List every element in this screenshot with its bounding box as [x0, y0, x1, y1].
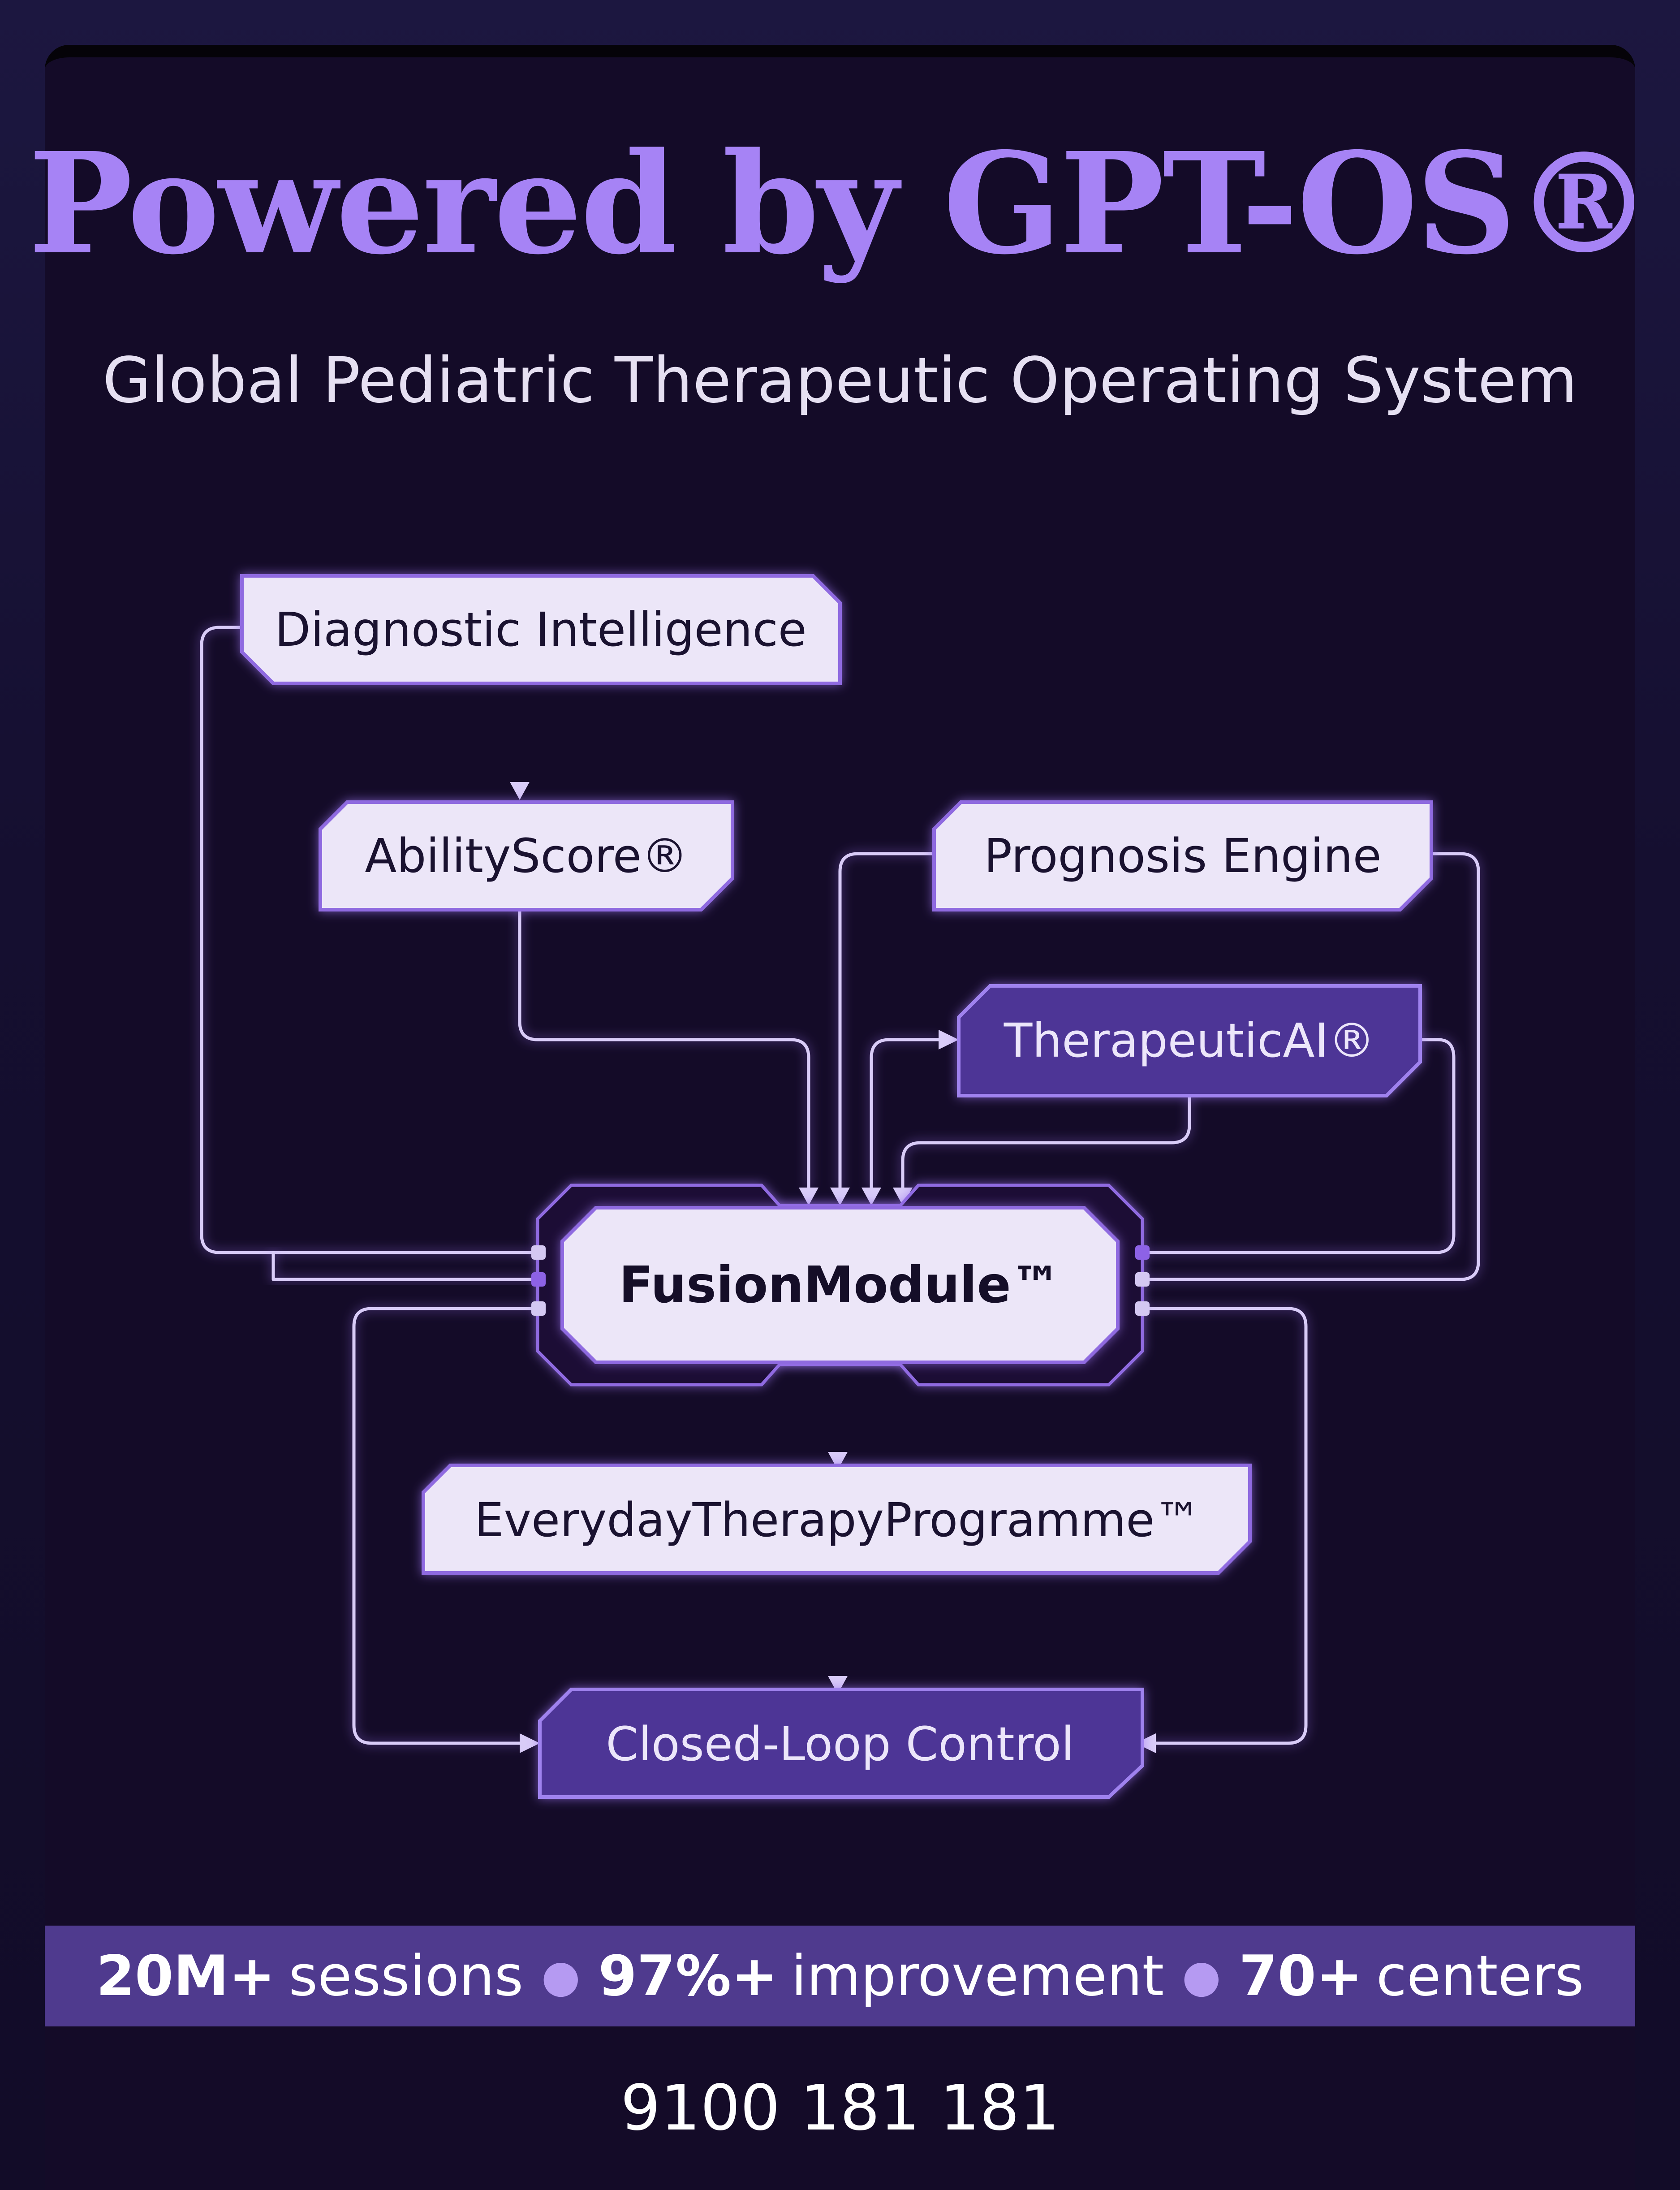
node-abilityscore: AbilityScore® — [319, 800, 734, 911]
connector-prognosis-to-fusion — [838, 852, 936, 1189]
stat-label: sessions — [289, 1944, 524, 2009]
arrowhead — [939, 1030, 959, 1050]
connector-therapeutic-to-fusion — [901, 1094, 1191, 1189]
node-label: Closed-Loop Control — [606, 1717, 1074, 1771]
port-dot — [1135, 1272, 1150, 1287]
node-label: Prognosis Engine — [984, 829, 1381, 883]
node-label: AbilityScore® — [365, 829, 688, 883]
port-dot — [531, 1272, 546, 1287]
arrowheads — [510, 782, 1156, 1753]
stat-value: 20M+ — [96, 1944, 276, 2009]
connector-diagnostic-loop — [200, 626, 539, 1254]
bullet-separator: ● — [1182, 1950, 1221, 2002]
port-dot — [531, 1301, 546, 1316]
phone-number: 9100 181 181 — [620, 2072, 1060, 2145]
arrowhead — [828, 1676, 848, 1694]
stat-label: improvement — [791, 1944, 1164, 2009]
connector-fusion-right-to-closedloop — [1141, 1307, 1308, 1745]
stat-value: 97%+ — [598, 1944, 778, 2009]
node-therapeuticai: TherapeuticAI® — [957, 984, 1422, 1097]
page-title: Powered by GPT-OS® — [28, 122, 1653, 285]
stat-item: 97%+improvement — [598, 1944, 1164, 2009]
connector-prognosis-loop — [1141, 852, 1480, 1281]
arrowhead — [520, 1733, 540, 1753]
stat-value: 70+ — [1239, 1944, 1363, 2009]
node-everydaytherapyprogramme: EverydayTherapyProgramme™ — [422, 1464, 1252, 1575]
stat-item: 20M+sessions — [96, 1944, 523, 2009]
node-label: FusionModule™ — [619, 1256, 1061, 1314]
node-fusionmodule: FusionModule™ — [560, 1206, 1120, 1364]
port-dot — [1135, 1245, 1150, 1260]
arrowhead — [862, 1188, 881, 1205]
connector-therapeutic-loop — [1141, 1038, 1456, 1254]
node-label: Diagnostic Intelligence — [275, 602, 806, 657]
arrowhead — [830, 1188, 850, 1205]
connector-diagnostic-loop-2 — [271, 1251, 539, 1281]
port-dots — [531, 1245, 1150, 1316]
port-dot — [531, 1245, 546, 1260]
connector-fusion-left-to-closedloop — [352, 1307, 539, 1745]
arrowhead — [1136, 1733, 1156, 1753]
stat-label: centers — [1376, 1944, 1584, 2009]
bullet-separator: ● — [541, 1950, 581, 2002]
node-prognosis-engine: Prognosis Engine — [932, 800, 1433, 911]
port-dot — [1135, 1301, 1150, 1316]
flow-diagram: Diagnostic Intelligence AbilityScore® Pr… — [200, 574, 1480, 1799]
arrowhead — [510, 782, 530, 800]
connector-fusion-to-therapeutic — [870, 1038, 940, 1189]
arrowhead — [799, 1188, 818, 1205]
stat-item: 70+centers — [1239, 1944, 1584, 2009]
connectors — [200, 626, 1480, 1745]
node-label: EverydayTherapyProgramme™ — [474, 1493, 1201, 1547]
node-label: TherapeuticAI® — [1004, 1013, 1375, 1068]
node-closed-loop-control: Closed-Loop Control — [538, 1688, 1144, 1799]
node-diagnostic-intelligence: Diagnostic Intelligence — [240, 574, 842, 685]
connector-ability-to-fusion — [518, 908, 810, 1189]
arrowhead — [828, 1452, 848, 1470]
page-subtitle: Global Pediatric Therapeutic Operating S… — [102, 344, 1578, 417]
arrowhead — [893, 1188, 913, 1205]
stats-band: 20M+sessions ● 97%+improvement ● 70+cent… — [45, 1926, 1635, 2026]
